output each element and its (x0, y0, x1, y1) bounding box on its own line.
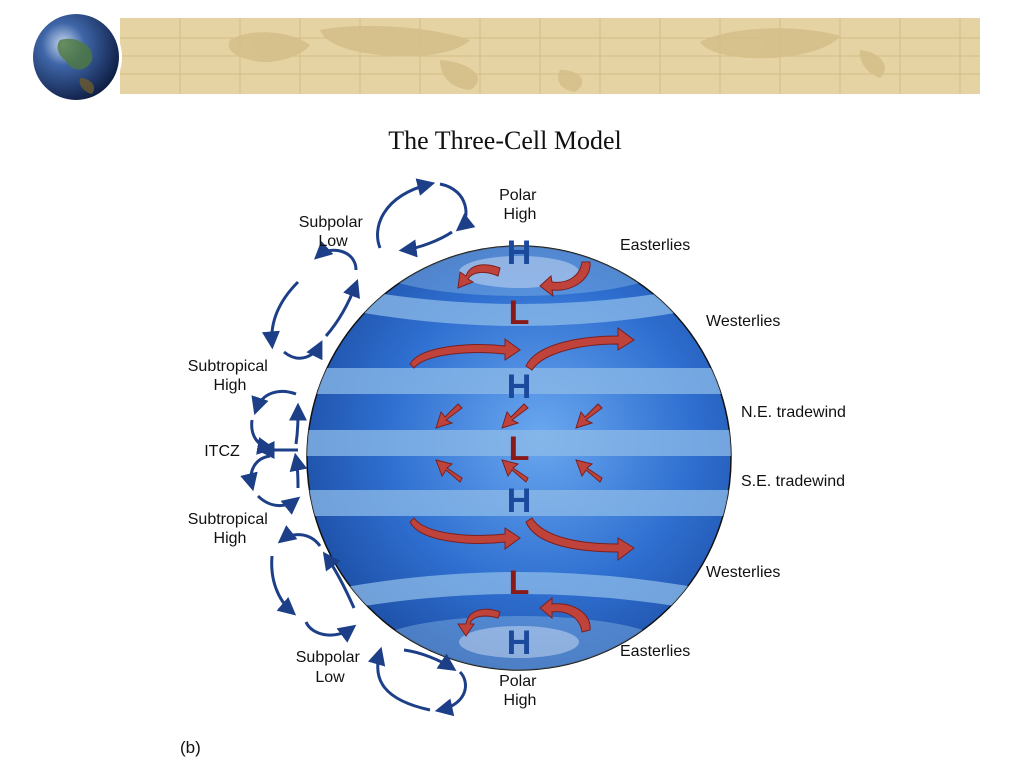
polar-cell-top-arrow-2 (439, 182, 476, 232)
hadley-cell-bottom-arrow-2 (256, 494, 301, 515)
polar-cell-bottom-arrow-2 (434, 670, 467, 717)
low-pressure-letter-subpolar-top: L (509, 294, 530, 332)
label-itcz: ITCZ (204, 443, 240, 460)
label-westerlies-top: Westerlies (706, 313, 780, 330)
ferrel-cell-bottom-arrow-4 (322, 551, 356, 609)
ferrel-cell-top-arrow-1 (314, 240, 358, 271)
ferrel-cell-bottom-arrow-2 (270, 555, 297, 616)
ferrel-cell-top-arrow-4 (324, 278, 361, 337)
wind-arrow-westerly-right (525, 327, 635, 371)
ferrel-cell-top-arrow-2 (261, 280, 300, 350)
wind-arrow-easterly-se (539, 596, 591, 633)
label-subtropical-high-top: Subtropical High (188, 358, 273, 394)
wind-arrow-se-trade-3 (575, 459, 603, 483)
wind-arrow-se-trade-1 (435, 459, 463, 483)
label-polar-high-bottom: Polar High (499, 673, 541, 709)
high-pressure-letter-subtropical-bottom: H (507, 482, 532, 520)
hadley-cell-top-arrow-1 (251, 389, 297, 416)
wind-arrow-ne-trade-3 (575, 403, 603, 429)
label-westerlies-bottom: Westerlies (706, 564, 780, 581)
wind-arrow-ne-trade-2 (501, 403, 529, 429)
label-polar-high-top: Polar High (499, 187, 541, 223)
label-subtropical-high-bottom: Subtropical High (188, 511, 273, 547)
hadley-cell-bottom-arrow-3 (289, 452, 308, 489)
wind-arrow-se-trade-2 (501, 459, 529, 483)
polar-cell-top-arrow-3 (398, 230, 453, 258)
label-ne-tradewind: N.E. tradewind (741, 404, 846, 421)
wind-arrow-westerly-left (409, 338, 521, 369)
label-subpolar-low-top: Subpolar Low (299, 214, 368, 250)
label-easterlies-bottom: Easterlies (620, 643, 690, 660)
slide-title: The Three-Cell Model (388, 126, 622, 155)
ferrel-cell-bottom-arrow-1 (277, 525, 322, 547)
hadley-cell-top-arrow-2 (250, 419, 276, 455)
label-subpolar-low-bottom: Subpolar Low (296, 649, 365, 686)
hadley-cell-top-arrow-3 (288, 402, 307, 445)
label-se-tradewind: S.E. tradewind (741, 473, 845, 490)
hadley-cell-bottom-arrow-1 (240, 454, 271, 492)
high-pressure-letter-polar-top: H (507, 234, 532, 272)
header-banner (30, 11, 980, 103)
label-easterlies-top: Easterlies (620, 237, 690, 254)
wind-arrow-westerly-bottom-left (409, 517, 521, 550)
globe (306, 245, 732, 671)
polar-cell-top-arrow-1 (376, 178, 436, 249)
wind-arrow-easterly-sw (457, 608, 501, 637)
polar-cell-bottom-arrow-1 (403, 648, 457, 671)
low-pressure-letter-itcz: L (509, 430, 530, 468)
circulation-cells (240, 178, 476, 717)
surface-wind-arrows (409, 261, 635, 637)
ferrel-cell-top-arrow-3 (283, 340, 323, 361)
high-pressure-letter-polar-bottom: H (507, 624, 532, 662)
ferrel-cell-bottom-arrow-3 (304, 621, 357, 643)
wind-arrow-easterly-nw (457, 264, 501, 289)
wind-arrow-westerly-bottom-right (525, 517, 635, 561)
high-pressure-letter-subtropical-top: H (507, 368, 532, 406)
polar-cell-bottom-arrow-3 (367, 646, 431, 712)
figure-caption: (b) (180, 738, 201, 757)
wind-arrow-easterly-ne (539, 261, 591, 298)
wind-arrow-ne-trade-1 (435, 403, 463, 429)
low-pressure-letter-subpolar-bottom: L (509, 564, 530, 602)
